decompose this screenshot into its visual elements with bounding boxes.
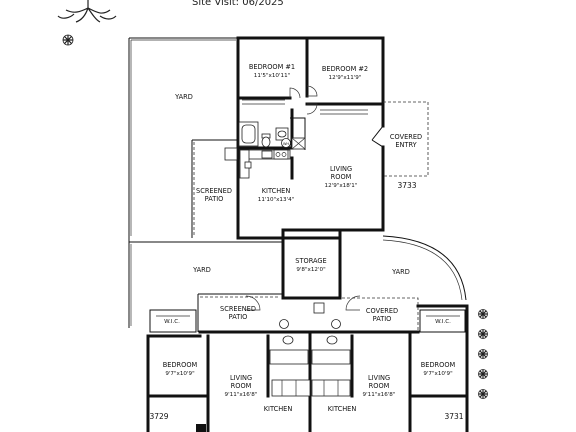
covered-entry-canopy [383, 101, 429, 177]
storage-toilet-icon [313, 302, 325, 314]
right-bedroom-dim: 9'7"x10'9" [423, 371, 453, 377]
address-3731: 3731 [444, 412, 463, 421]
closet-shelf [242, 99, 285, 105]
right-patio-line2: PATIO [373, 315, 392, 323]
shrub-icon [478, 349, 488, 359]
yard-right-boundary [382, 235, 467, 301]
shrub-row [478, 309, 488, 399]
left-living-line1: LIVING [230, 374, 252, 382]
left-patio-line2: PATIO [229, 313, 248, 321]
entry-post [196, 424, 206, 432]
entry-door [371, 125, 384, 148]
fridge-icon [224, 147, 238, 161]
bedroom1-dim: 11'5"x10'11" [254, 73, 291, 79]
sink-icon [275, 127, 289, 141]
bathtub-icon [269, 349, 351, 365]
closet-shelf-2 [320, 109, 368, 115]
svg-text:WH: WH [283, 142, 289, 146]
water-heater-icon: WH [281, 138, 291, 148]
covered-entry-line1: COVERED [390, 133, 422, 141]
yard-top-label: YARD [174, 93, 193, 101]
kitchen-sink-icon [244, 161, 252, 169]
left-wic-label: W.I.C. [164, 319, 180, 325]
kitchen-counter [239, 149, 291, 179]
shrub-icon [478, 389, 488, 399]
door-swing-icon [289, 85, 318, 115]
toilet-icon [261, 133, 271, 148]
left-kitchen-label: KITCHEN [264, 405, 293, 413]
living-line2: ROOM [331, 173, 352, 181]
left-living-line2: ROOM [231, 382, 252, 390]
lower-building-walls [146, 304, 469, 432]
address-3729: 3729 [149, 412, 168, 421]
yard-right-label: YARD [391, 268, 410, 276]
sink-icon [282, 335, 338, 345]
right-wic-label: W.I.C. [435, 319, 451, 325]
shrub-icon [62, 34, 74, 46]
door-swing-icon [245, 295, 361, 311]
bathtub-icon [238, 121, 259, 147]
right-living-dim: 9'11"x16'8" [363, 392, 396, 398]
kitchen-name: KITCHEN [262, 187, 291, 195]
left-bedroom-name: BEDROOM [163, 361, 198, 369]
storage-name: STORAGE [295, 257, 326, 265]
right-patio-line1: COVERED [366, 307, 398, 315]
shrub-icon [478, 329, 488, 339]
tree-icon [57, 0, 117, 23]
right-kitchen-label: KITCHEN [328, 405, 357, 413]
bedroom2-dim: 12'9"x11'9" [329, 75, 362, 81]
right-wic-box [419, 309, 466, 333]
left-wic-box [149, 309, 197, 333]
stove-icon [273, 149, 289, 160]
right-patio-outline [342, 297, 419, 332]
water-heater-icon [279, 319, 341, 329]
left-patio-outline [197, 293, 283, 332]
storage-walls [281, 228, 342, 300]
washer-dryer-icon [291, 137, 306, 150]
right-living-line2: ROOM [369, 382, 390, 390]
bedroom2-name: BEDROOM #2 [322, 65, 368, 73]
living-dim: 12'9"x18'1" [325, 183, 358, 189]
left-bedroom-dim: 9'7"x10'9" [165, 371, 195, 377]
screened-patio-line1: SCREENED [196, 187, 232, 195]
covered-entry-line2: ENTRY [395, 141, 417, 149]
left-patio-line1: SCREENED [220, 305, 256, 313]
screened-patio-line2: PATIO [205, 195, 224, 203]
site-visit-label: Site Visit: 06/2025 [192, 0, 284, 8]
shrub-icon [478, 369, 488, 379]
storage-dim: 9'8"x12'0" [296, 267, 326, 273]
shrub-icon [478, 309, 488, 319]
yard-left-boundary [128, 238, 283, 328]
right-living-line1: LIVING [368, 374, 390, 382]
right-bedroom-name: BEDROOM [421, 361, 456, 369]
bedroom1-name: BEDROOM #1 [249, 63, 295, 71]
yard-right-boundary-inner [382, 239, 463, 301]
address-3733: 3733 [397, 181, 416, 190]
living-line1: LIVING [330, 165, 352, 173]
yard-left-label: YARD [192, 266, 211, 274]
kitchen-dim: 11'10"x13'4" [258, 197, 295, 203]
left-living-dim: 9'11"x16'8" [225, 392, 258, 398]
stove-icon [271, 379, 351, 397]
